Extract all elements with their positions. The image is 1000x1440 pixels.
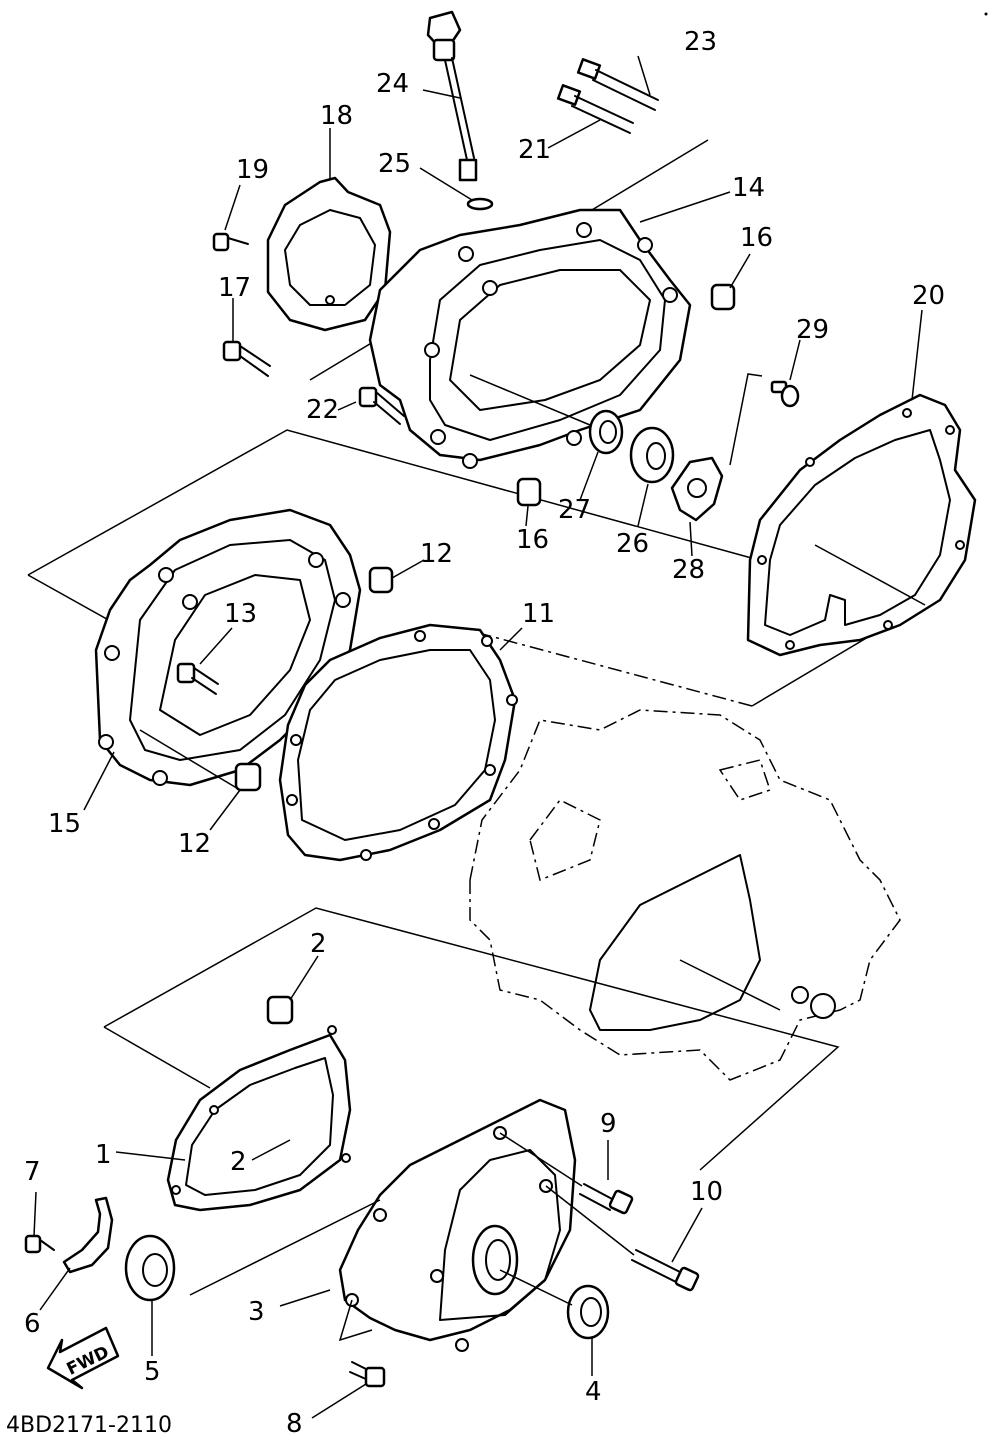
dipstick-24 (426, 10, 478, 182)
callout-2a: 2 (310, 929, 327, 959)
callout-12b: 12 (178, 829, 211, 859)
callout-20: 20 (912, 281, 945, 311)
callout-16a: 16 (740, 223, 773, 253)
dowel-12-upper (368, 566, 394, 594)
callout-29: 29 (796, 315, 829, 345)
callout-10: 10 (690, 1177, 723, 1207)
oil-seal-27 (588, 409, 624, 455)
bolt-17 (222, 340, 271, 377)
dowel-2-upper (266, 995, 294, 1025)
diagram-code: 4BD2171-2110 (6, 1413, 172, 1438)
screw-29 (770, 380, 800, 408)
gasket-1 (166, 1025, 352, 1212)
callout-17: 17 (218, 273, 251, 303)
callout-12a: 12 (420, 539, 453, 569)
oil-seal-5 (124, 1234, 176, 1302)
o-ring-25 (466, 197, 494, 211)
gasket-20 (746, 393, 977, 657)
dowel-16-lower (516, 477, 542, 507)
bearing-26 (629, 426, 675, 484)
callout-16b: 16 (516, 525, 549, 555)
bolt-9 (579, 1183, 634, 1215)
callout-2b: 2 (230, 1147, 247, 1177)
fwd-arrow-icon: FWD (46, 1326, 120, 1390)
callout-labels: 1 2 2 3 4 5 6 7 8 9 10 11 12 12 13 14 15… (24, 27, 945, 1439)
callout-9: 9 (600, 1109, 617, 1139)
callout-25: 25 (378, 149, 411, 179)
clutch-cover-14 (368, 208, 692, 469)
bolt-8 (349, 1361, 386, 1388)
dowel-16-upper (710, 283, 736, 311)
dowel-12-lower (234, 762, 262, 792)
oil-seal-4 (566, 1284, 610, 1340)
screw-7 (24, 1234, 55, 1254)
leader-lines (33, 55, 923, 1419)
callout-19: 19 (236, 155, 269, 185)
crankcase-cover-3 (189, 1098, 577, 1352)
crankcase-outline (469, 709, 901, 1081)
callout-27: 27 (558, 495, 591, 525)
lower-assembly-plane (103, 907, 840, 1171)
callout-3: 3 (248, 1297, 265, 1327)
retainer-plate-28 (670, 456, 724, 522)
retainer-plate-6 (62, 1196, 114, 1274)
callout-26: 26 (616, 529, 649, 559)
callout-14: 14 (732, 173, 765, 203)
callout-8: 8 (286, 1409, 303, 1439)
bolt-23 (576, 58, 659, 111)
callout-28: 28 (672, 555, 705, 585)
callout-13: 13 (224, 599, 257, 629)
bolt-10 (631, 1249, 700, 1292)
callout-22: 22 (306, 395, 339, 425)
callout-4: 4 (585, 1377, 602, 1407)
bolt-21 (556, 84, 634, 134)
callout-21: 21 (518, 135, 551, 165)
callout-6: 6 (24, 1309, 41, 1339)
bolt-19 (212, 232, 249, 252)
callout-11: 11 (522, 599, 555, 629)
callout-24: 24 (376, 69, 409, 99)
callout-7: 7 (24, 1157, 41, 1187)
callout-23: 23 (684, 27, 717, 57)
gasket-11 (278, 623, 518, 862)
callout-15: 15 (48, 809, 81, 839)
bolt-22 (358, 386, 405, 425)
callout-18: 18 (320, 101, 353, 131)
corner-dot (984, 12, 988, 16)
bolt-13 (176, 662, 219, 695)
callout-1: 1 (95, 1140, 112, 1170)
callout-5: 5 (144, 1357, 161, 1387)
cover-plate-18 (266, 176, 392, 332)
